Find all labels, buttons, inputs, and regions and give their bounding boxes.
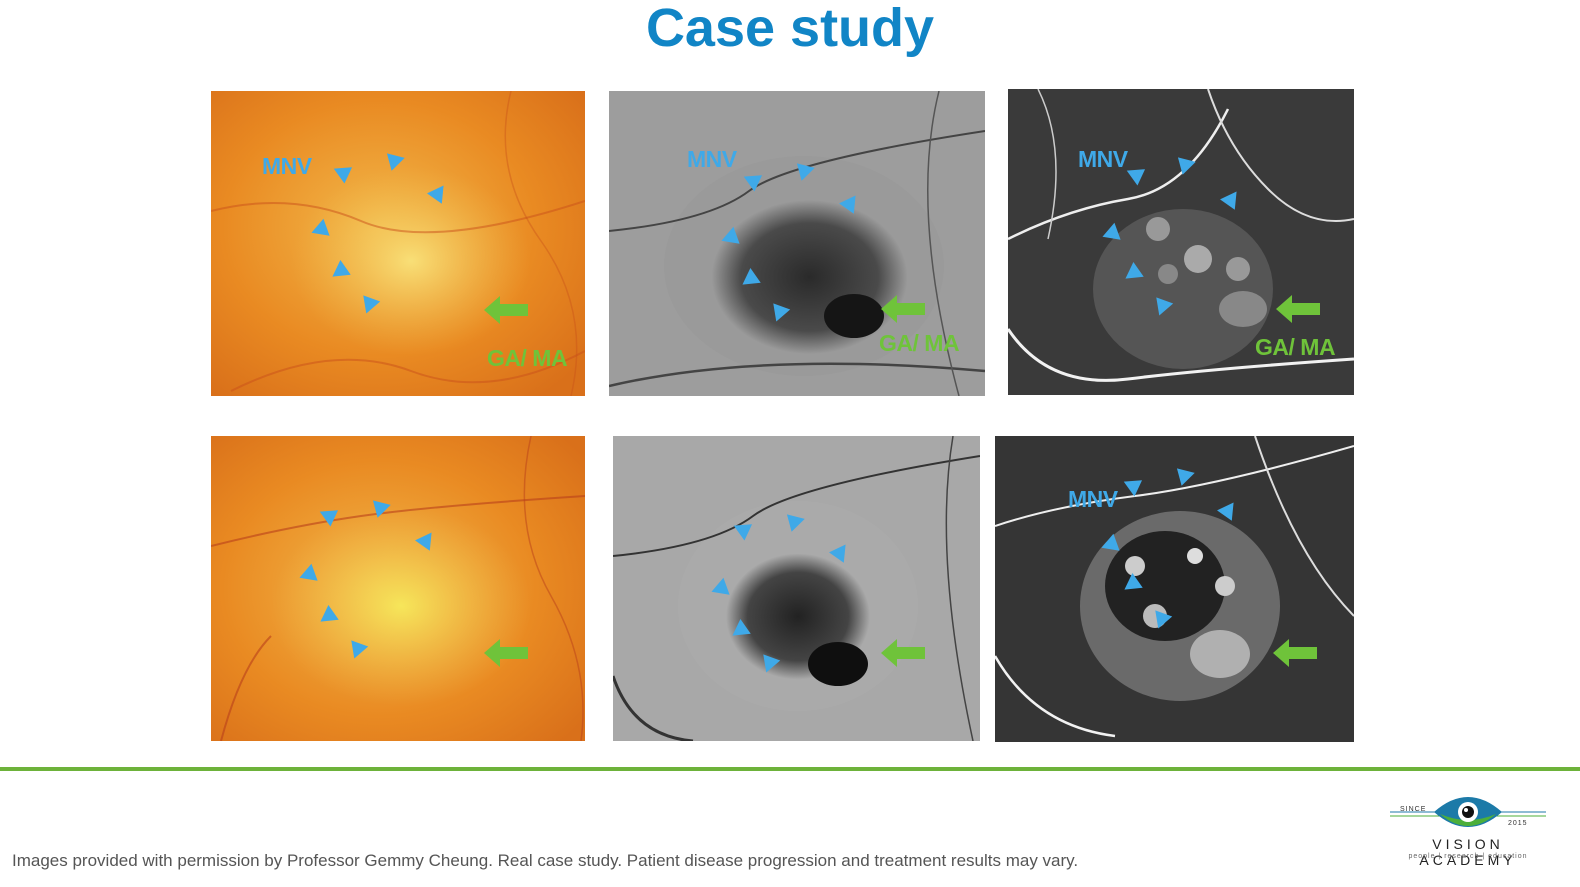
eye-logo-icon xyxy=(1390,797,1546,827)
mnv-label: MNV xyxy=(262,153,312,179)
angiography-image-1: MNV GA/ MA xyxy=(1008,89,1354,395)
vision-academy-logo: SINCE 2015 VISION ACADEMY people | resea… xyxy=(1390,790,1550,868)
logo-tagline: people | research | education xyxy=(1408,853,1528,860)
faf-photo xyxy=(613,436,980,741)
autofluorescence-image-2 xyxy=(613,436,980,741)
ga-ma-label: GA/ MA xyxy=(487,345,568,371)
ga-arrow-icon xyxy=(1273,639,1317,667)
logo-year: 2015 xyxy=(1508,820,1528,827)
ga-ma-label: GA/ MA xyxy=(879,330,960,356)
slide-title: Case study xyxy=(645,0,935,58)
ga-arrow-icon xyxy=(881,639,925,667)
fa-photo xyxy=(1008,89,1354,395)
autofluorescence-image-1: MNV GA/ MA xyxy=(609,91,985,396)
faf-photo xyxy=(609,91,985,396)
ga-arrow-icon xyxy=(1276,295,1320,323)
logo-brand: VISION ACADEMY xyxy=(1419,836,1517,868)
ga-arrow-icon xyxy=(484,296,528,324)
angiography-image-2: MNV xyxy=(995,436,1354,742)
logo-since: SINCE xyxy=(1400,806,1427,813)
fundus-photo xyxy=(211,436,585,741)
fundus-color-image-1: MNV GA/ MA xyxy=(211,91,585,396)
mnv-label: MNV xyxy=(687,146,737,172)
fundus-color-image-2 xyxy=(211,436,585,741)
fa-photo xyxy=(995,436,1354,742)
ga-arrow-icon xyxy=(881,295,925,323)
fundus-photo xyxy=(211,91,585,396)
ga-arrow-icon xyxy=(484,639,528,667)
footer-divider xyxy=(0,767,1580,771)
ga-ma-label: GA/ MA xyxy=(1255,334,1336,360)
mnv-label: MNV xyxy=(1078,146,1128,172)
footer-disclaimer: Images provided with permission by Profe… xyxy=(12,851,1079,870)
mnv-label: MNV xyxy=(1068,486,1118,512)
